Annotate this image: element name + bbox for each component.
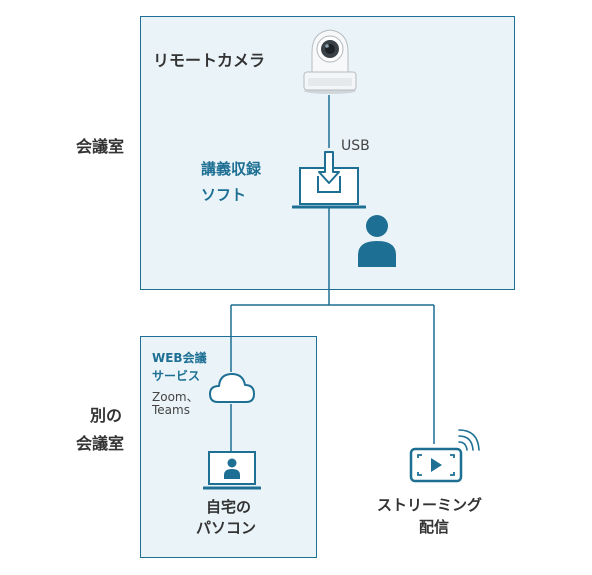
- usb-label: USB: [341, 138, 370, 154]
- home-pc-label-line1: 自宅の: [206, 498, 252, 516]
- other-room-label-line1: 別の: [90, 406, 123, 425]
- person-icon: [358, 215, 396, 267]
- web-service-label-line2: サービス: [152, 369, 201, 383]
- streaming-label-line1: ストリーミング: [377, 496, 483, 514]
- cloud-icon: [209, 373, 255, 403]
- home-pc-label-line2: パソコン: [196, 519, 257, 537]
- main-room-label: 会議室: [76, 137, 125, 156]
- service-examples-line2: Teams: [152, 403, 190, 417]
- software-label-line1: 講義収録: [201, 160, 262, 178]
- software-label-line2: ソフト: [201, 186, 247, 204]
- download-laptop-icon: [292, 151, 366, 209]
- camera-icon: [303, 29, 357, 94]
- streaming-label-line2: 配信: [419, 518, 450, 536]
- user-laptop-icon: [203, 451, 261, 490]
- web-service-label-line1: WEB会議: [152, 351, 207, 365]
- camera-label: リモートカメラ: [153, 51, 266, 70]
- service-examples-line1: Zoom、: [152, 390, 199, 404]
- other-room-box: [140, 336, 317, 558]
- wireless-waves-icon: [458, 429, 480, 451]
- streaming-screen-icon: [409, 447, 463, 483]
- other-room-label-line2: 会議室: [76, 434, 125, 453]
